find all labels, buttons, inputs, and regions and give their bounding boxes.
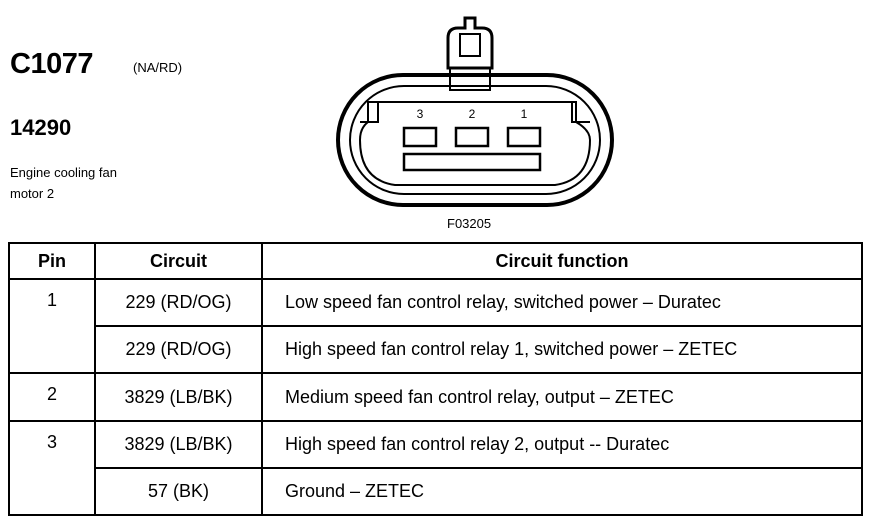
pin-cell [8, 326, 96, 374]
connector-pin-area [358, 101, 592, 186]
circuit-cell: 3829 (LB/BK) [94, 372, 263, 422]
circuit-cell: 57 (BK) [94, 467, 263, 516]
header-circuit: Circuit [94, 242, 263, 280]
table-row: 1 229 (RD/OG) Low speed fan control rela… [8, 278, 863, 327]
connector-color-code: (NA/RD) [133, 60, 183, 75]
table-row: 57 (BK) Ground – ZETEC [8, 467, 863, 516]
function-cell: High speed fan control relay 2, output -… [261, 420, 863, 469]
connector-lock-base [449, 67, 491, 91]
part-number: 14290 [10, 115, 72, 140]
pin-label-2: 2 [469, 107, 476, 121]
table-header-row: Pin Circuit Circuit function [8, 242, 863, 280]
table-row: 2 3829 (LB/BK) Medium speed fan control … [8, 372, 863, 422]
pin-cell [8, 468, 96, 516]
function-cell: Low speed fan control relay, switched po… [261, 278, 863, 327]
pin-cell: 3 [8, 420, 96, 468]
connector-key-slot [402, 152, 542, 172]
circuit-cell: 3829 (LB/BK) [94, 420, 263, 469]
pin-table: Pin Circuit Circuit function 1 229 (RD/O… [8, 242, 863, 516]
description-line-2: motor 2 [10, 186, 55, 201]
connector-lock-slot [459, 33, 481, 57]
function-cell: High speed fan control relay 1, switched… [261, 325, 863, 374]
connector-description: Engine cooling fan motor 2 [10, 162, 180, 204]
header-pin: Pin [8, 242, 96, 280]
connector-lock-tab [446, 16, 494, 70]
pin-label-3: 3 [417, 107, 424, 121]
table-row: 3 3829 (LB/BK) High speed fan control re… [8, 420, 863, 469]
header-circuit-function: Circuit function [261, 242, 863, 280]
connector-inner-housing [349, 85, 601, 195]
pin-label-1: 1 [521, 107, 528, 121]
pin-cavity-1 [506, 126, 542, 148]
function-cell: Ground – ZETEC [261, 467, 863, 516]
circuit-cell: 229 (RD/OG) [94, 278, 263, 327]
figure-id: F03205 [447, 216, 492, 231]
circuit-cell: 229 (RD/OG) [94, 325, 263, 374]
function-cell: Medium speed fan control relay, output –… [261, 372, 863, 422]
pin-cell: 1 [8, 278, 96, 326]
connector-id: C1077 [10, 48, 93, 80]
pin-cell: 2 [8, 372, 96, 422]
connector-outer-housing [336, 73, 614, 207]
pin-cavity-3 [402, 126, 438, 148]
connector-face-diagram: 3 2 1 [336, 16, 614, 207]
table-row: 229 (RD/OG) High speed fan control relay… [8, 325, 863, 374]
description-line-1: Engine cooling fan [10, 165, 117, 180]
pin-cavity-2 [454, 126, 490, 148]
